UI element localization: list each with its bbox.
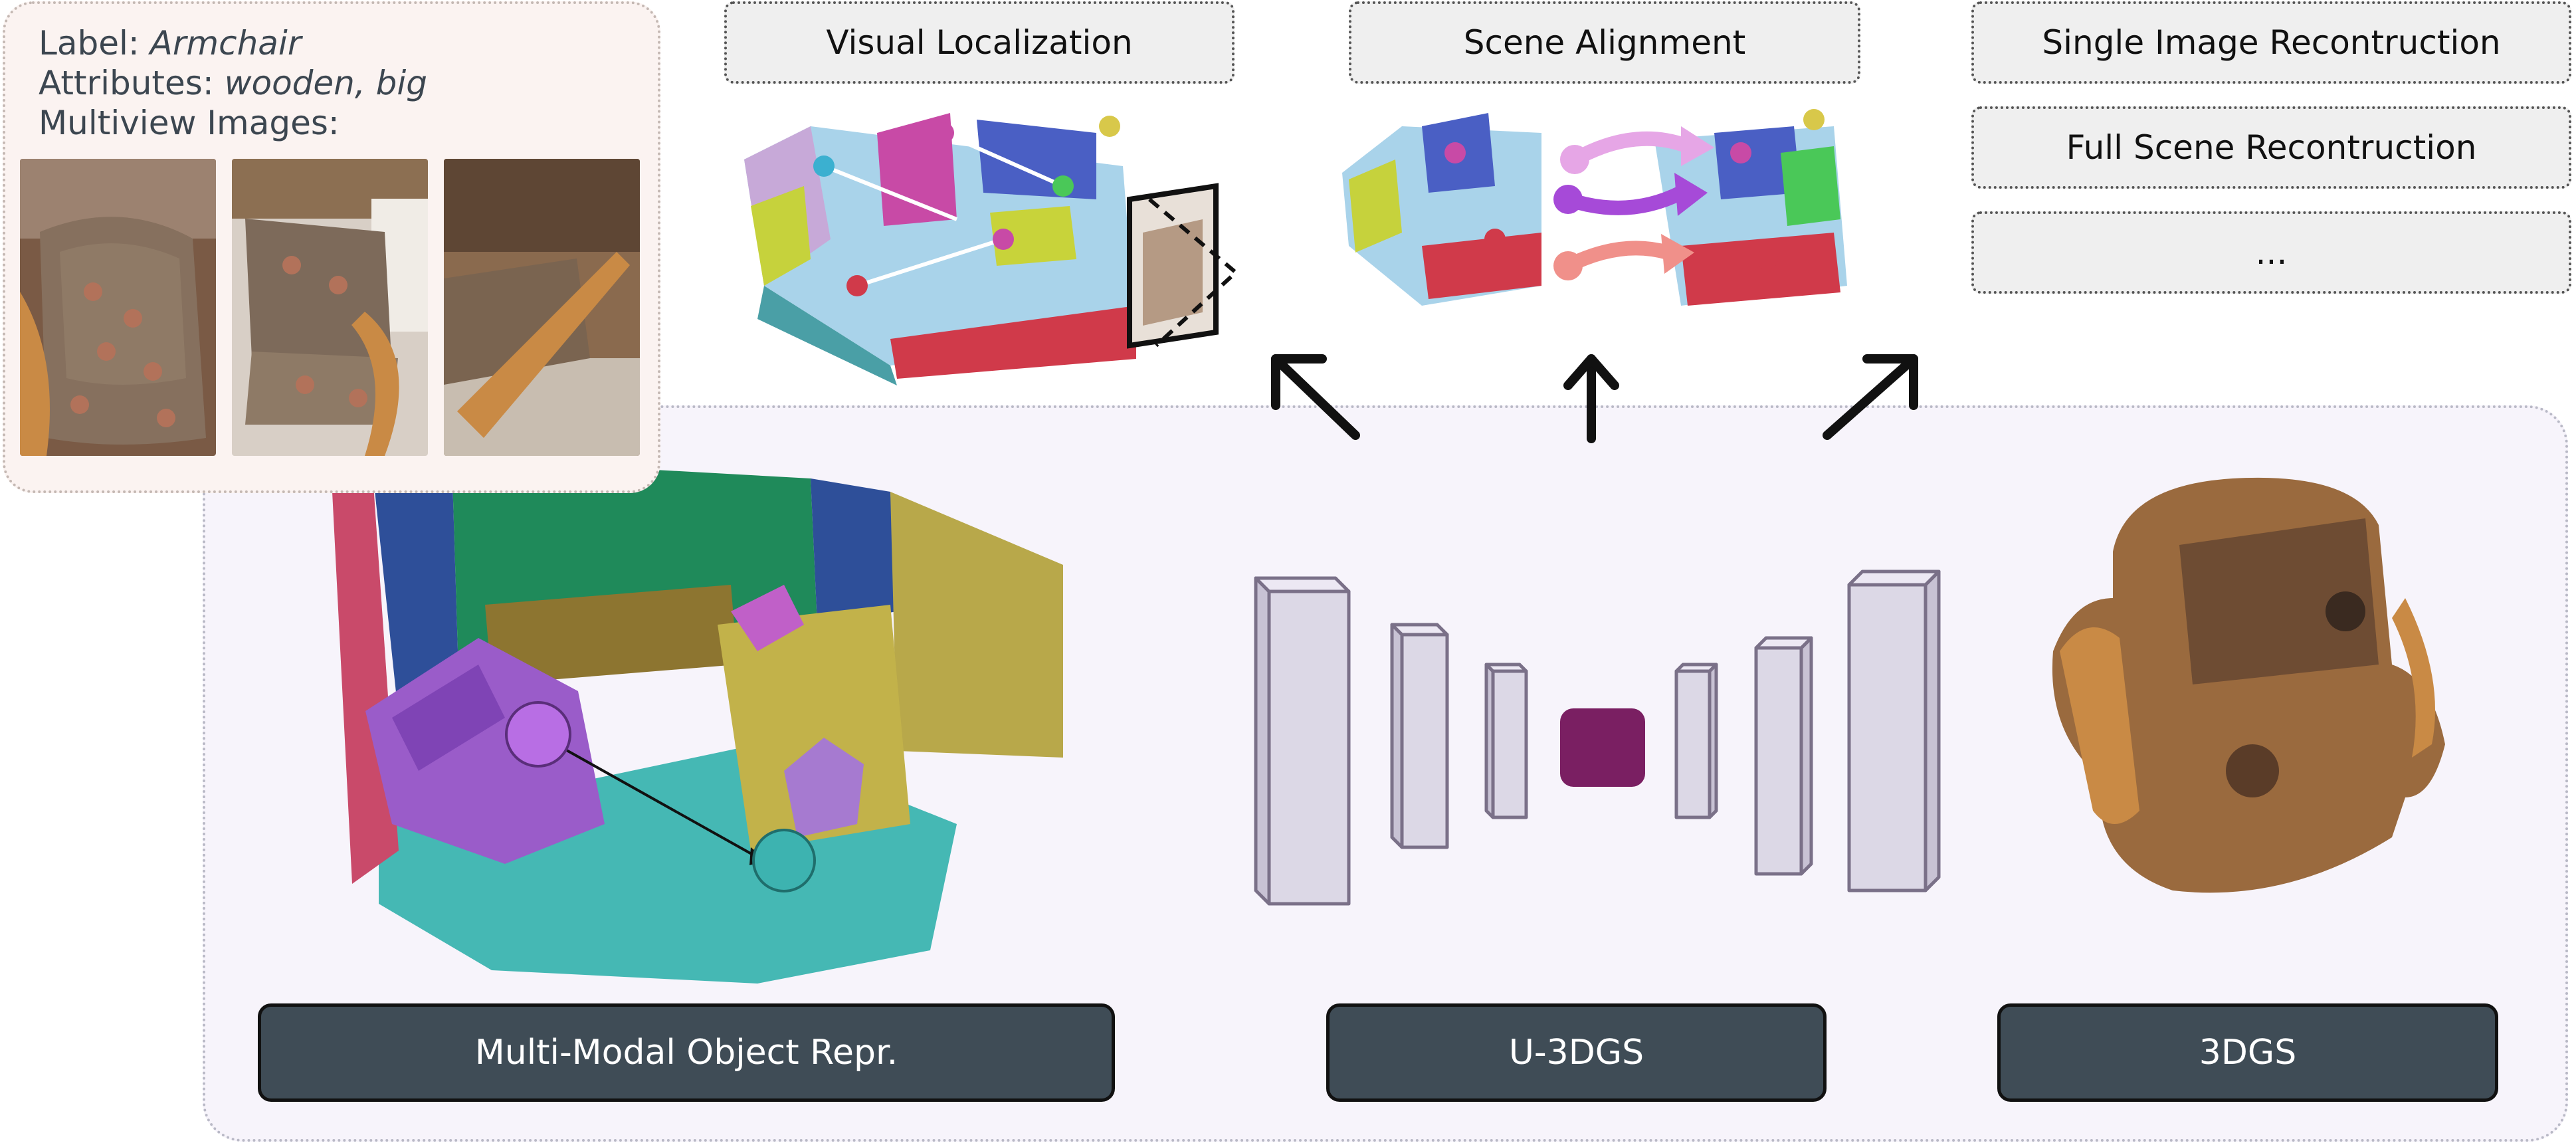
label-multimodal-object: Multi-Modal Object Repr. xyxy=(258,1003,1115,1102)
arrow-up-right xyxy=(1823,354,1918,440)
multiview-label: Multiview Images: xyxy=(39,104,340,142)
arrow-up-left xyxy=(1271,354,1360,440)
task-more: ... xyxy=(1971,211,2571,294)
attributes-line: Attributes: wooden, big xyxy=(39,64,427,102)
task-visual-localization: Visual Localization xyxy=(724,1,1235,84)
multiview-image-1 xyxy=(20,159,216,456)
bottleneck-block xyxy=(1560,708,1645,787)
attributes-value: wooden, big xyxy=(224,64,427,102)
label-u3dgs: U-3DGS xyxy=(1326,1003,1827,1102)
visual-localization-scene xyxy=(744,113,1239,385)
label-value: Armchair xyxy=(149,24,302,62)
multiview-image-2 xyxy=(232,159,428,456)
label-line: Label: Armchair xyxy=(39,24,301,62)
attributes-key: Attributes: xyxy=(39,64,225,102)
arrow-up xyxy=(1563,354,1619,443)
multiview-image-3 xyxy=(444,159,640,456)
task-single-image-reconstruction: Single Image Recontruction xyxy=(1971,1,2571,84)
task-scene-alignment: Scene Alignment xyxy=(1349,1,1860,84)
label-3dgs: 3DGS xyxy=(1997,1003,2498,1102)
scene-alignment-scenes xyxy=(1342,109,1847,306)
label-key: Label: xyxy=(39,24,150,62)
object-info-card: Label: Armchair Attributes: wooden, big … xyxy=(3,1,660,493)
task-full-scene-reconstruction: Full Scene Recontruction xyxy=(1971,106,2571,189)
3dgs-armchair-render xyxy=(2052,477,2445,893)
multimodal-scene-pointcloud xyxy=(332,459,1063,984)
u3dgs-architecture xyxy=(1254,570,1941,906)
